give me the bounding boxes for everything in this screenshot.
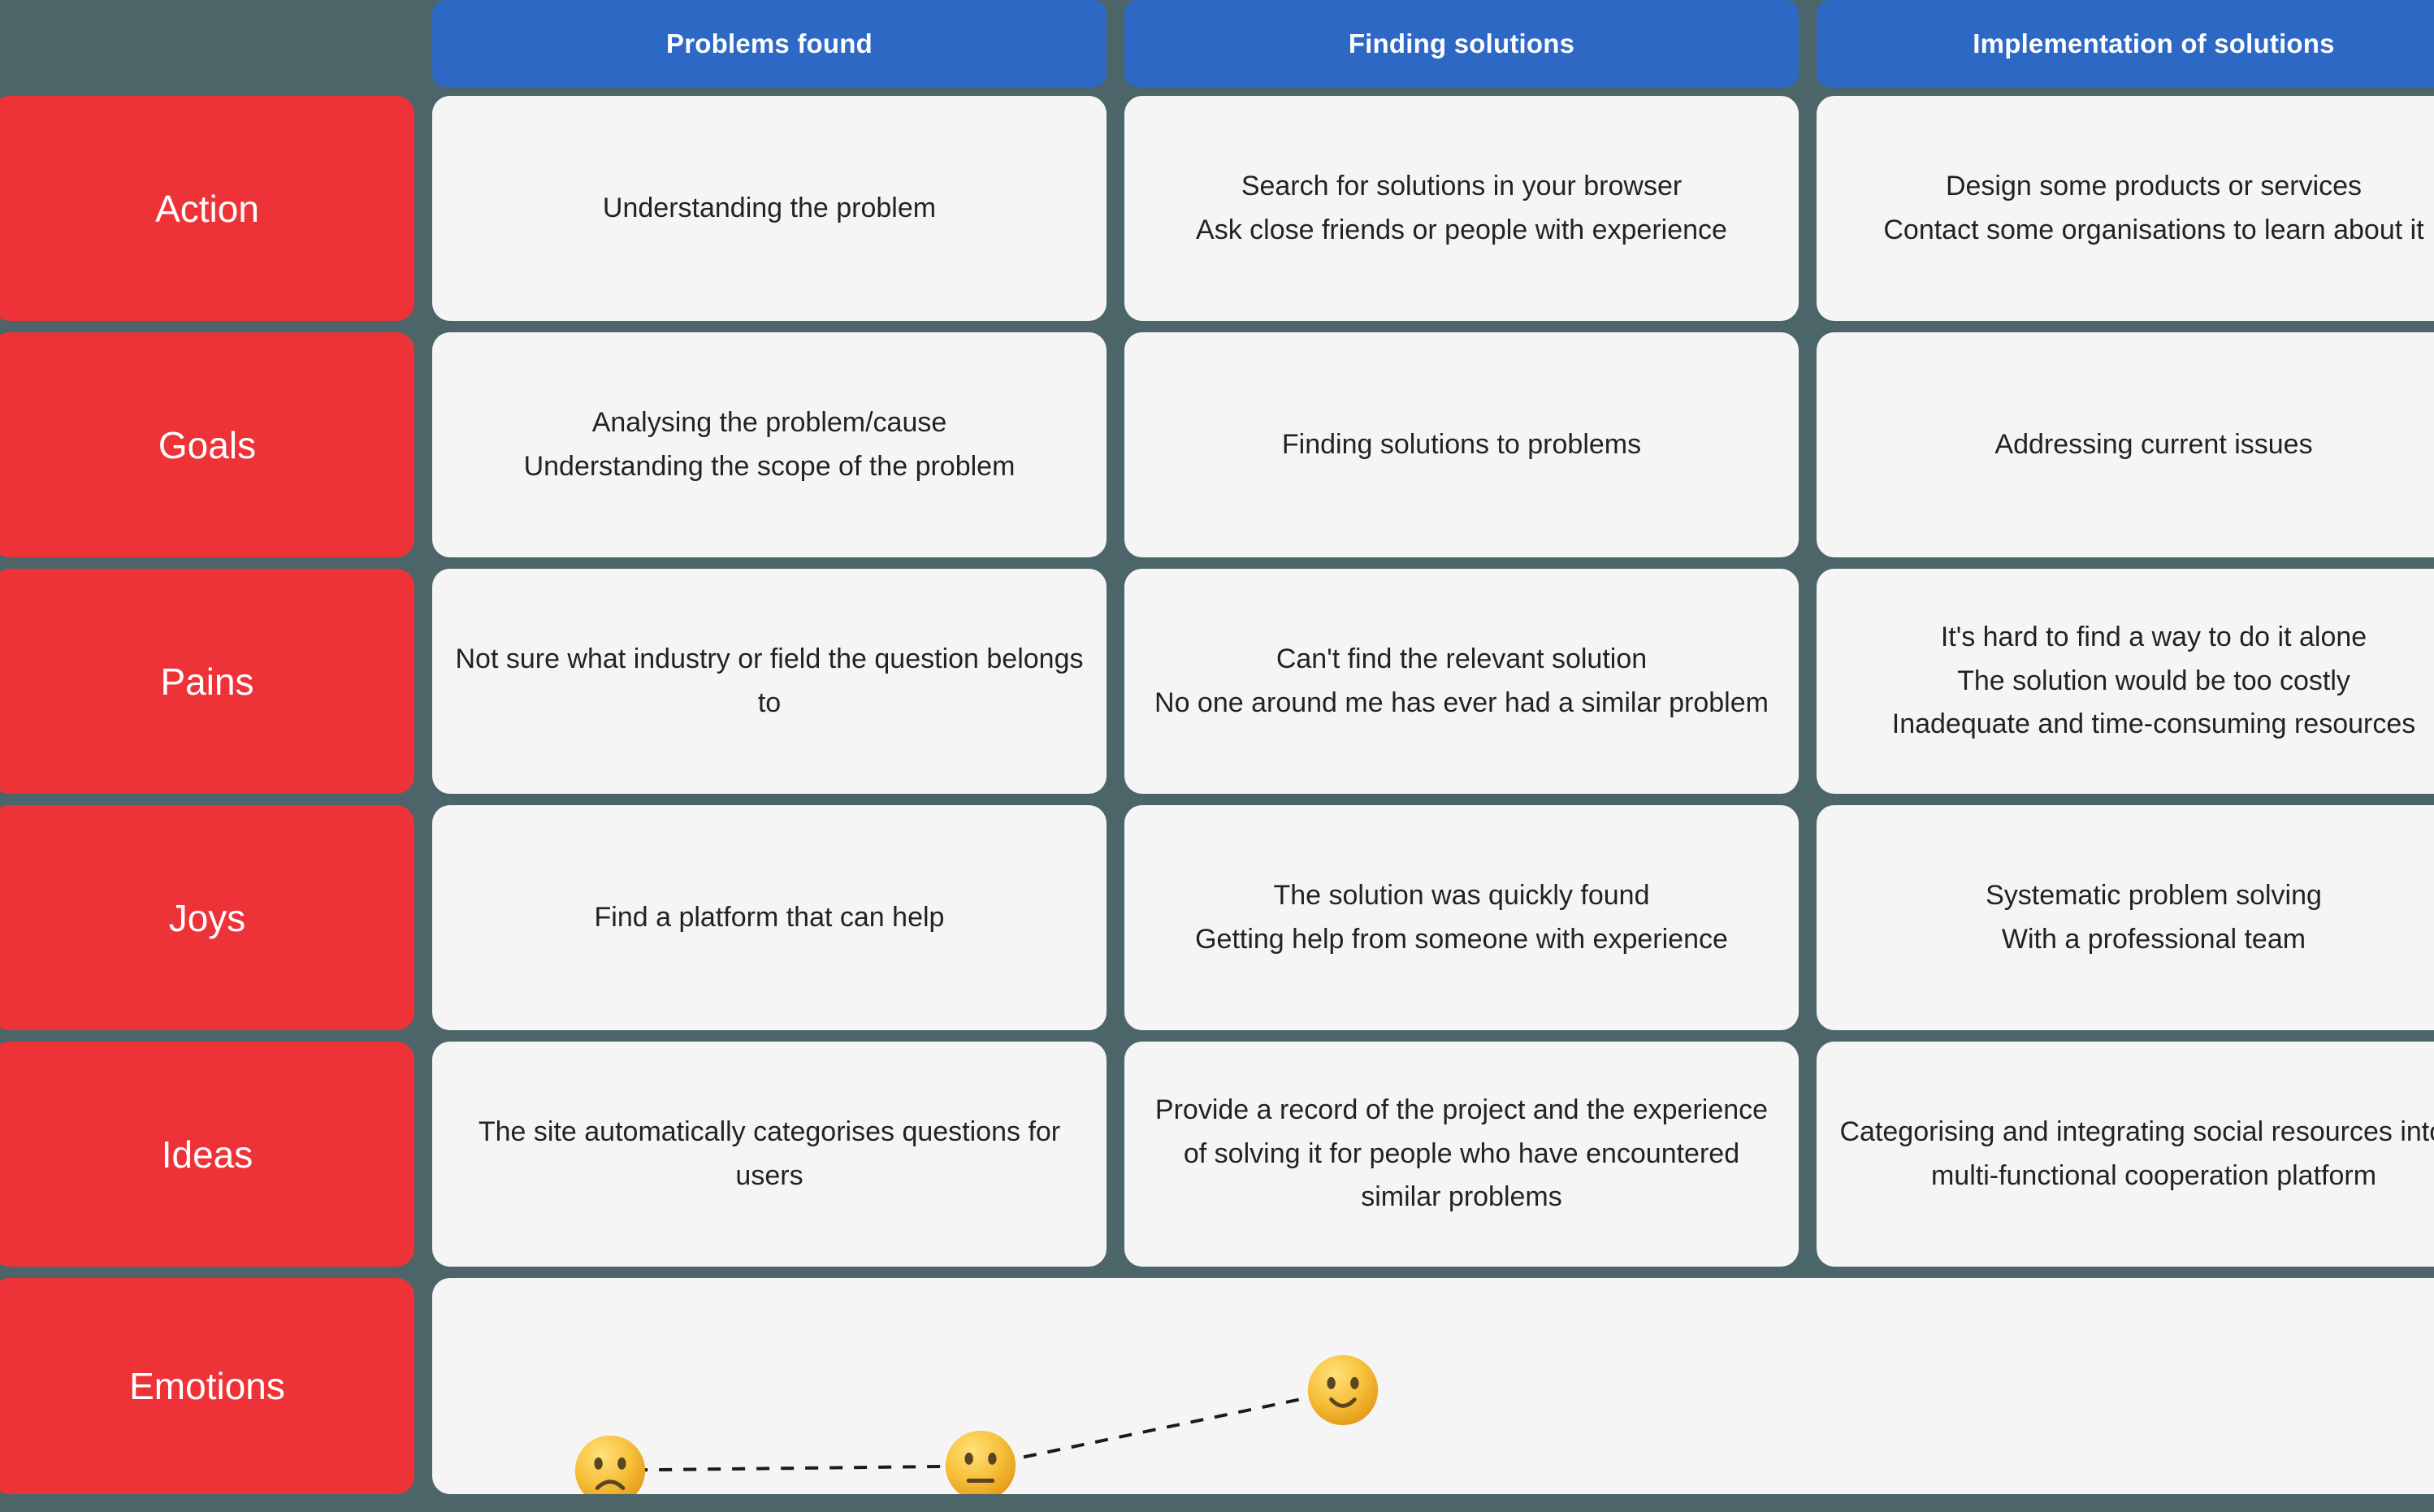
cell-ideas-finding-solutions[interactable]: Provide a record of the project and the … — [1124, 1042, 1799, 1267]
row-label-text: Pains — [160, 660, 254, 703]
cell-goals-implementation-of-solutions[interactable]: Addressing current issues — [1817, 332, 2434, 557]
slightly-frowning-face-icon — [573, 1433, 647, 1494]
cell-joys-problems-found[interactable]: Find a platform that can help — [432, 805, 1107, 1030]
row-label-text: Joys — [168, 896, 246, 939]
column-header-finding-solutions[interactable]: Finding solutions — [1124, 0, 1799, 87]
cell-goals-finding-solutions[interactable]: Finding solutions to problems — [1124, 332, 1799, 557]
row-label-text: Goals — [158, 423, 257, 466]
cell-pains-problems-found[interactable]: Not sure what industry or field the ques… — [432, 569, 1107, 794]
emotions-chart[interactable] — [432, 1278, 2434, 1494]
row-label-text: Ideas — [161, 1133, 253, 1176]
cell-action-finding-solutions[interactable]: Search for solutions in your browser Ask… — [1124, 96, 1799, 321]
cell-joys-finding-solutions[interactable]: The solution was quickly found Getting h… — [1124, 805, 1799, 1030]
column-header-label: Problems found — [666, 28, 873, 58]
column-header-implementation-of-solutions[interactable]: Implementation of solutions — [1817, 0, 2434, 87]
slightly-smiling-face-icon — [1306, 1353, 1380, 1428]
cell-action-problems-found[interactable]: Understanding the problem — [432, 96, 1107, 321]
column-header-label: Finding solutions — [1348, 28, 1575, 58]
corner-spacer — [0, 0, 414, 87]
row-label-emotions[interactable]: Emotions — [0, 1278, 414, 1494]
row-label-text: Emotions — [129, 1365, 285, 1407]
cell-pains-implementation-of-solutions[interactable]: It's hard to find a way to do it alone T… — [1817, 569, 2434, 794]
row-label-pains[interactable]: Pains — [0, 569, 414, 794]
row-label-ideas[interactable]: Ideas — [0, 1042, 414, 1267]
neutral-face-icon — [943, 1428, 1018, 1494]
column-header-problems-found[interactable]: Problems found — [432, 0, 1107, 87]
row-label-action[interactable]: Action — [0, 96, 414, 321]
row-label-joys[interactable]: Joys — [0, 805, 414, 1030]
cell-joys-implementation-of-solutions[interactable]: Systematic problem solving With a profes… — [1817, 805, 2434, 1030]
row-label-goals[interactable]: Goals — [0, 332, 414, 557]
column-header-label: Implementation of solutions — [1973, 28, 2335, 58]
cell-goals-problems-found[interactable]: Analysing the problem/cause Understandin… — [432, 332, 1107, 557]
cell-ideas-implementation-of-solutions[interactable]: Categorising and integrating social reso… — [1817, 1042, 2434, 1267]
cell-ideas-problems-found[interactable]: The site automatically categorises quest… — [432, 1042, 1107, 1267]
emotions-trend-line — [432, 1278, 2434, 1494]
cell-action-implementation-of-solutions[interactable]: Design some products or services Contact… — [1817, 96, 2434, 321]
cell-pains-finding-solutions[interactable]: Can't find the relevant solution No one … — [1124, 569, 1799, 794]
row-label-text: Action — [155, 187, 259, 230]
